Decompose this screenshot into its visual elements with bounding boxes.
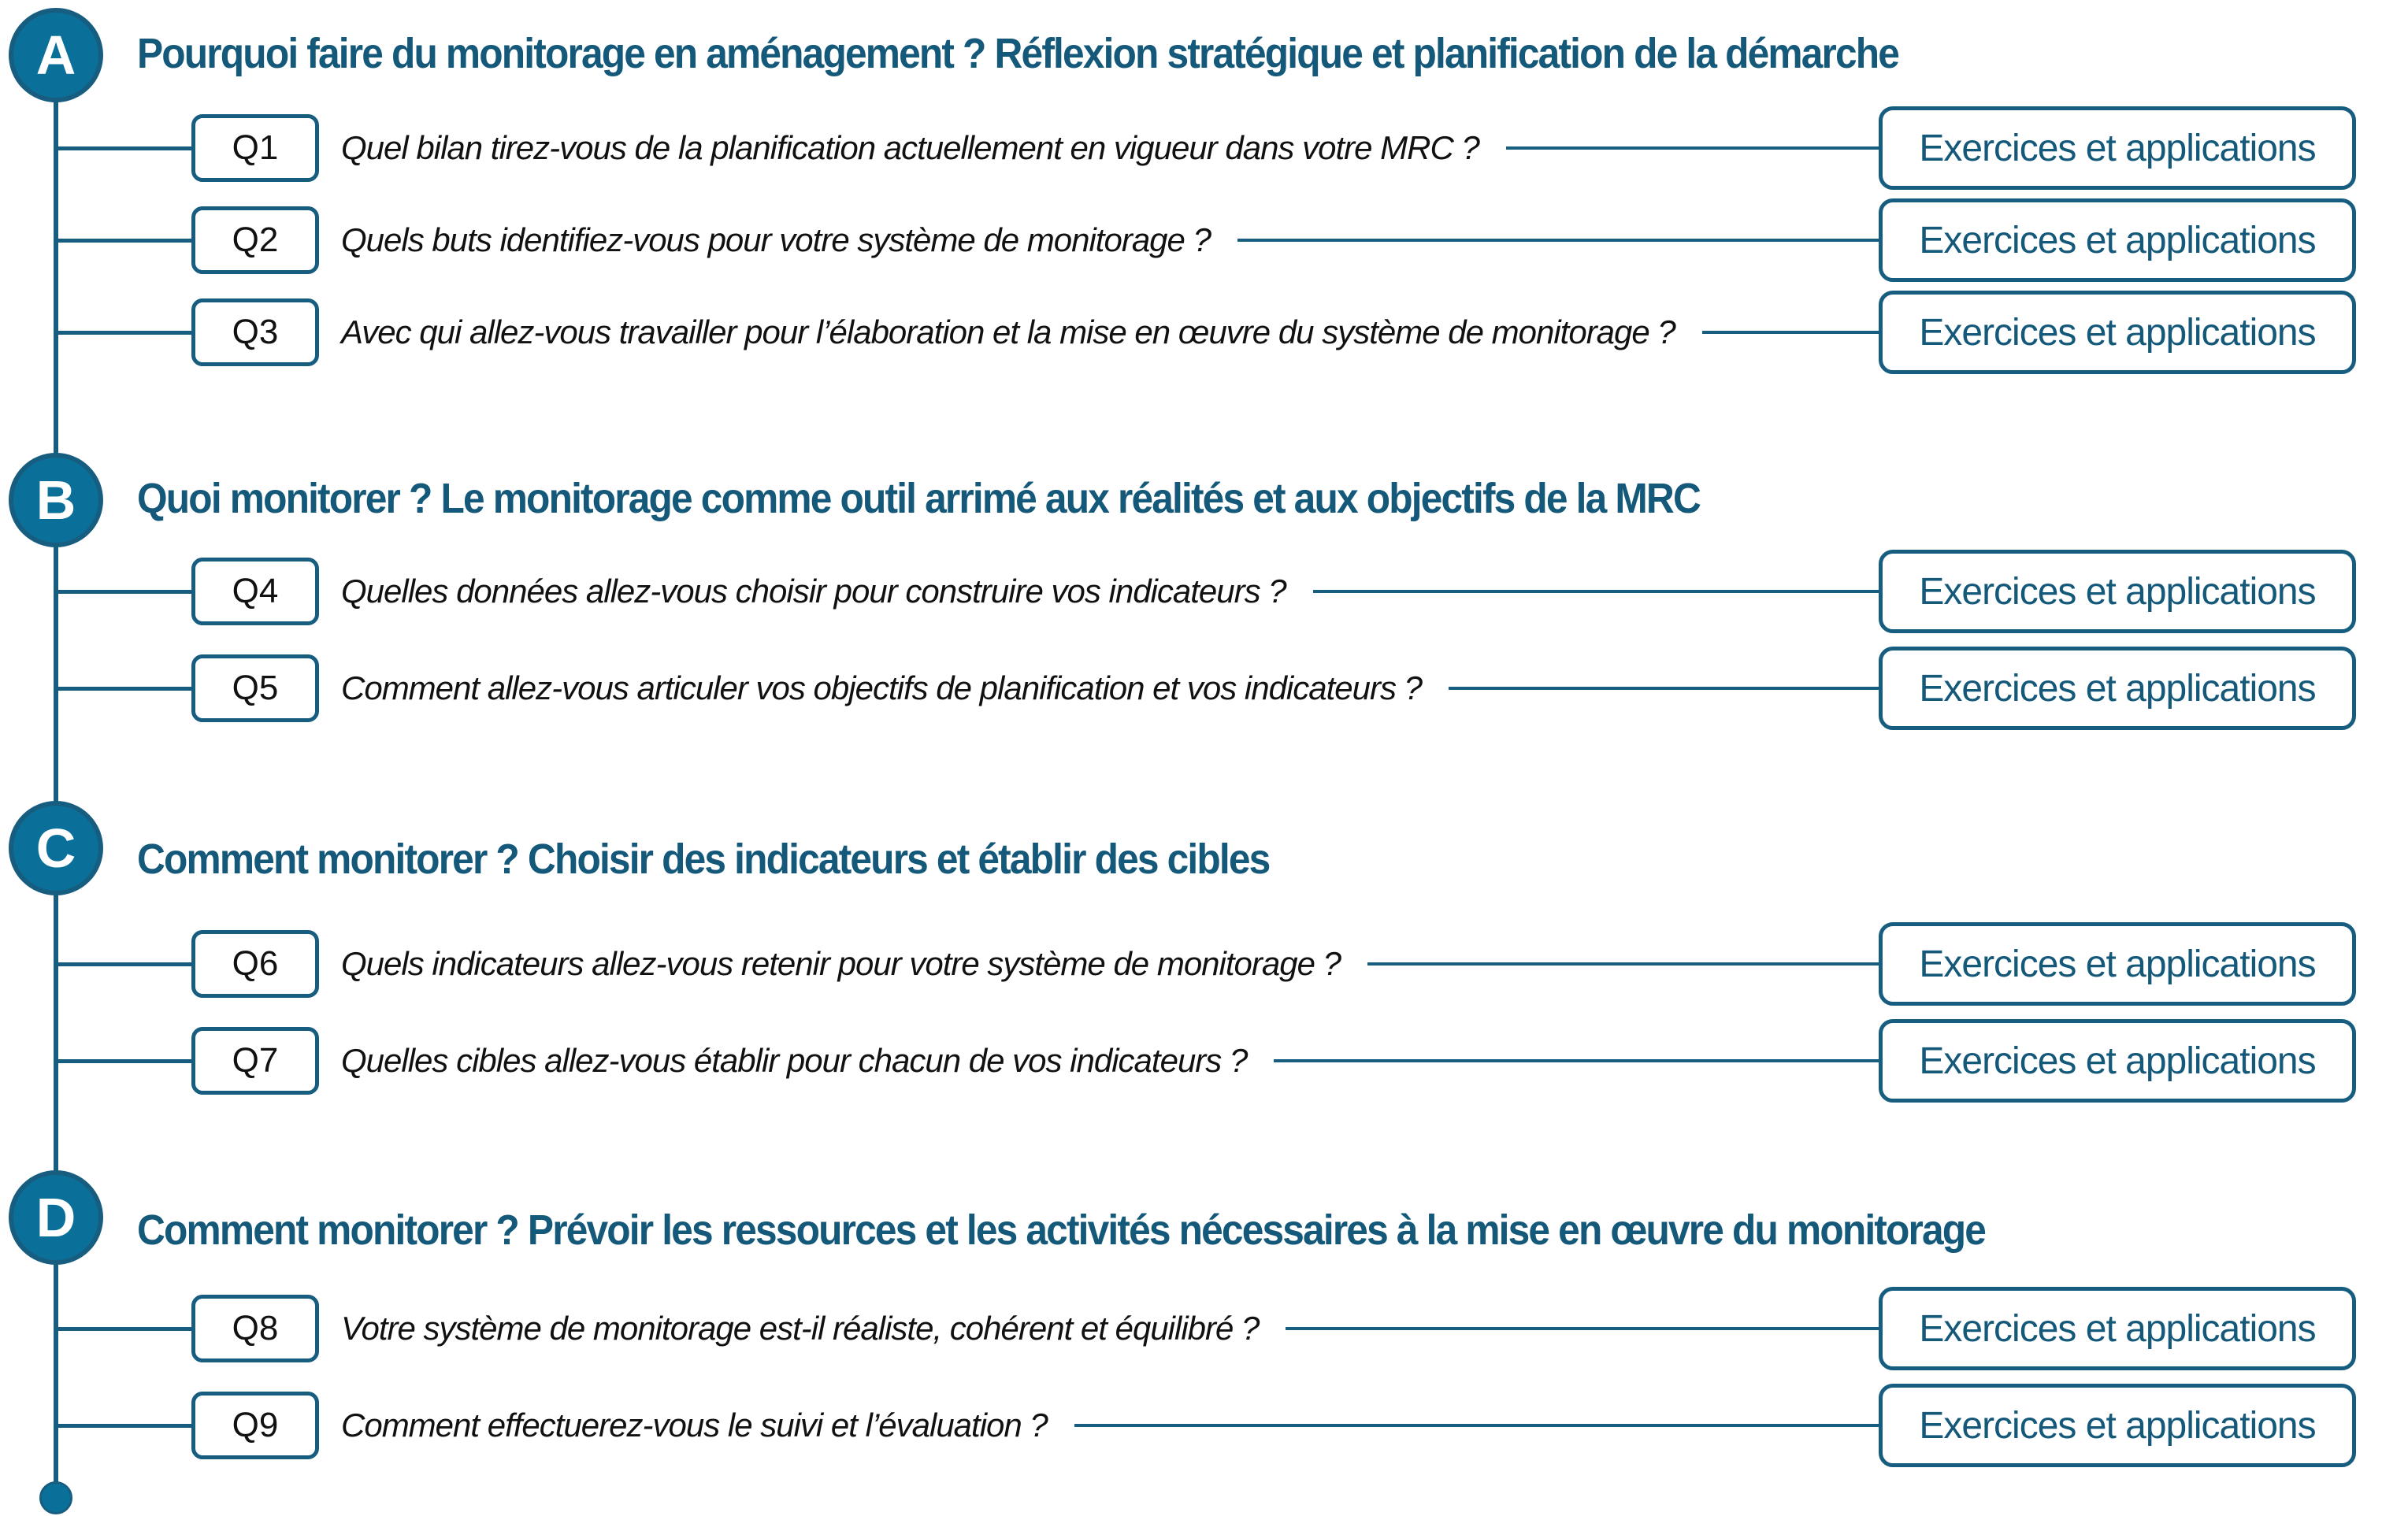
section-title-d: Comment monitorer ? Prévoir les ressourc… [137,1206,1987,1254]
connector-line [56,1326,191,1331]
connector-line [56,686,191,691]
question-row: Q1 Quel bilan tirez-vous de la planificat… [56,106,2356,191]
section-badge-d: D [9,1170,103,1265]
question-id-q6: Q6 [191,930,319,998]
section-title-a: Pourquoi faire du monitorage en aménagem… [137,30,1900,77]
connector-line [1449,687,1879,690]
connector-line [1312,590,1879,593]
question-text: Quels buts identifiez-vous pour votre sy… [341,221,1211,258]
exercises-button[interactable]: Exercices et applications [1879,106,2356,190]
timeline-spine [54,55,58,1498]
question-text: Votre système de monitorage est-il réali… [341,1310,1260,1347]
connector-line [56,589,191,594]
section-badge-a: A [9,8,103,102]
connector-line [56,238,191,243]
connector-line [56,146,191,150]
exercises-button[interactable]: Exercices et applications [1879,550,2356,633]
connector-line [1237,239,1879,242]
question-text: Avec qui allez-vous travailler pour l’él… [341,313,1676,350]
connector-line [56,1058,191,1063]
section-title-c: Comment monitorer ? Choisir des indicate… [137,836,1271,883]
exercises-button[interactable]: Exercices et applications [1879,1384,2356,1467]
section-title-b: Quoi monitorer ? Le monitorage comme out… [137,475,1701,522]
exercises-button[interactable]: Exercices et applications [1879,922,2356,1006]
question-id-q4: Q4 [191,558,319,625]
question-id-q9: Q9 [191,1392,319,1459]
question-id-q2: Q2 [191,206,319,274]
question-id-q5: Q5 [191,654,319,722]
question-id-q8: Q8 [191,1295,319,1362]
question-row: Q7 Quelles cibles allez-vous établir pour… [56,1018,2356,1103]
question-row: Q9 Comment effectuerez-vous le suivi et l… [56,1383,2356,1468]
connector-line [1701,331,1879,334]
connector-line [1367,962,1879,966]
question-id-q3: Q3 [191,298,319,366]
question-id-q1: Q1 [191,114,319,182]
connector-line [1505,146,1879,150]
question-row: Q8 Votre système de monitorage est-il réa… [56,1286,2356,1371]
section-badge-b: B [9,453,103,547]
question-text: Quelles données allez-vous choisir pour … [341,573,1287,610]
question-text: Comment allez-vous articuler vos objecti… [341,669,1423,706]
connector-line [1074,1424,1879,1427]
section-badge-c: C [9,801,103,895]
exercises-button[interactable]: Exercices et applications [1879,198,2356,282]
connector-line [56,1423,191,1428]
question-text: Quel bilan tirez-vous de la planificatio… [341,129,1480,166]
connector-line [1274,1059,1879,1062]
question-row: Q4 Quelles données allez-vous choisir pou… [56,549,2356,634]
question-text: Quelles cibles allez-vous établir pour c… [341,1042,1248,1079]
question-row: Q6 Quels indicateurs allez-vous retenir p… [56,921,2356,1006]
exercises-button[interactable]: Exercices et applications [1879,291,2356,374]
connector-line [56,962,191,966]
connector-line [56,330,191,335]
question-row: Q2 Quels buts identifiez-vous pour votre … [56,198,2356,283]
exercises-button[interactable]: Exercices et applications [1879,647,2356,730]
connector-line [1286,1327,1879,1330]
exercises-button[interactable]: Exercices et applications [1879,1287,2356,1370]
question-row: Q3 Avec qui allez-vous travailler pour l’… [56,290,2356,375]
timeline-end-dot [39,1481,72,1514]
question-text: Comment effectuerez-vous le suivi et l’é… [341,1407,1048,1444]
question-id-q7: Q7 [191,1027,319,1095]
question-text: Quels indicateurs allez-vous retenir pou… [341,945,1341,982]
exercises-button[interactable]: Exercices et applications [1879,1019,2356,1103]
question-row: Q5 Comment allez-vous articuler vos objec… [56,646,2356,731]
